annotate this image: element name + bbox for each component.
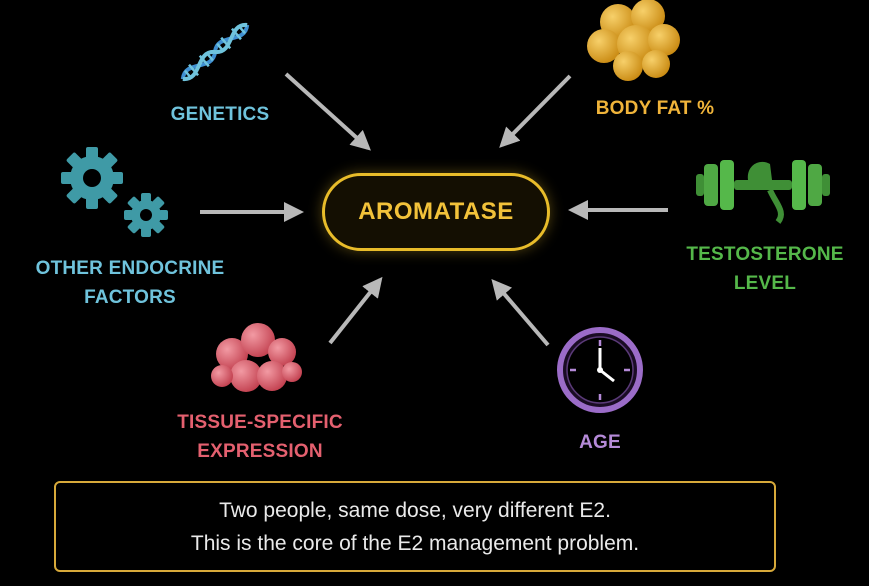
aromatase-node: AROMATASE [322, 173, 550, 251]
summary-note-box: Two people, same dose, very different E2… [54, 481, 776, 572]
label-testosterone-line2: LEVEL [733, 273, 797, 294]
label-tissue: TISSUE-SPECIFIC EXPRESSION [140, 408, 380, 466]
dna-icon [180, 23, 250, 81]
label-tissue-line2: EXPRESSION [197, 441, 323, 462]
arrows [200, 72, 668, 347]
fat-cells-icon [587, 0, 680, 81]
arrow-age [491, 278, 550, 347]
clock-icon [557, 327, 643, 413]
label-age: AGE [560, 428, 640, 457]
summary-line-2: This is the core of the E2 management pr… [190, 531, 640, 555]
label-age-text: AGE [579, 432, 621, 453]
aromatase-label: AROMATASE [358, 198, 514, 225]
label-tissue-line1: TISSUE-SPECIFIC [177, 412, 343, 433]
dumbbell-icon [696, 160, 830, 224]
label-testosterone-line1: TESTOSTERONE [686, 244, 844, 265]
arrow-tissue [328, 276, 383, 345]
gears-icon [61, 147, 168, 237]
label-endocrine: OTHER ENDOCRINE FACTORS [5, 254, 255, 312]
label-body-fat-text: BODY FAT % [595, 98, 715, 119]
label-genetics-text: GENETICS [170, 104, 270, 125]
label-genetics: GENETICS [140, 100, 300, 129]
label-endocrine-line1: OTHER ENDOCRINE [35, 258, 225, 279]
label-body-fat: BODY FAT % [570, 94, 740, 123]
label-testosterone: TESTOSTERONE LEVEL [670, 240, 860, 298]
arrow-genetics [284, 72, 371, 151]
summary-line-1: Two people, same dose, very different E2… [219, 498, 611, 522]
arrow-body-fat [499, 74, 572, 148]
tissue-cells-icon [211, 323, 302, 392]
label-endocrine-line2: FACTORS [84, 287, 176, 308]
